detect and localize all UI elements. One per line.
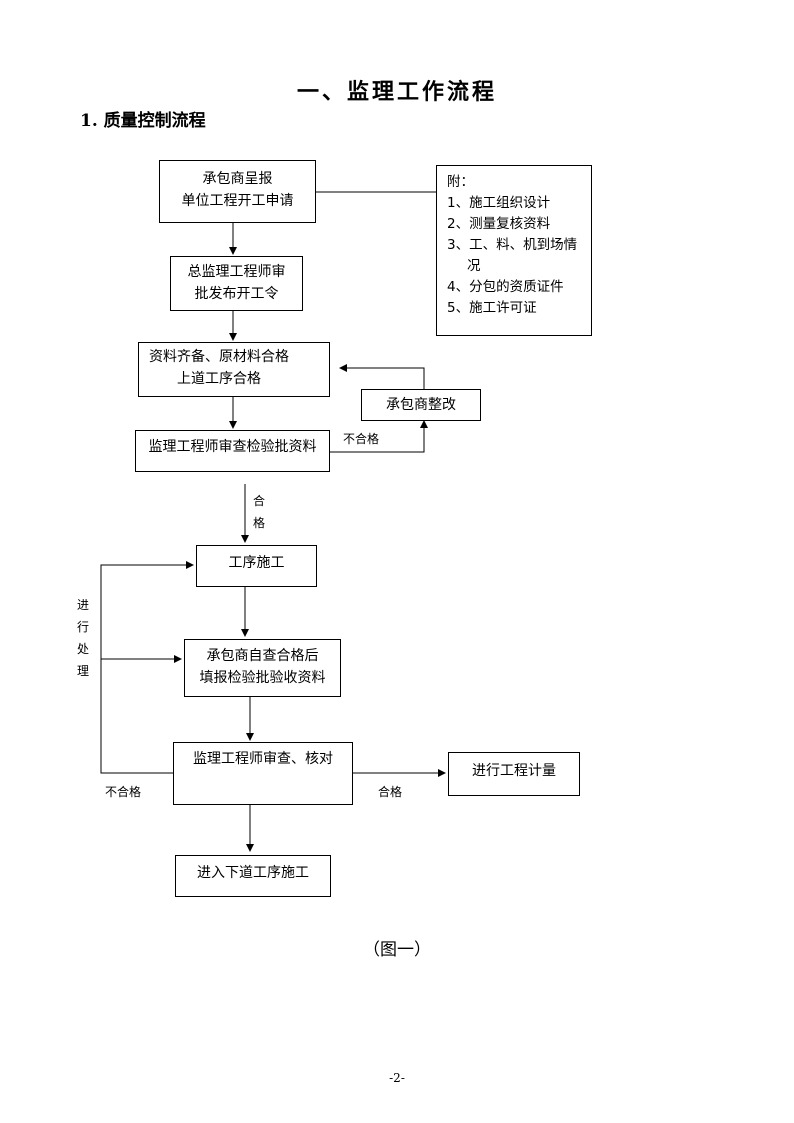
box-self-check: 承包商自查合格后 填报检验批验收资料 xyxy=(184,639,341,697)
box-attachment: 附： 1、施工组织设计 2、测量复核资料 3、工、料、机到场情 况 4、分包的资… xyxy=(436,165,592,336)
label-handle-vertical: 进 行 处 理 xyxy=(76,598,89,678)
arrow-review-rectify xyxy=(330,420,428,453)
box-review-inspection-data: 监理工程师审查检验批资料 xyxy=(135,430,330,472)
section-title: 1. 质量控制流程 xyxy=(80,111,206,131)
box-start-application: 承包商呈报 单位工程开工申请 xyxy=(159,160,316,223)
page-number: -2- xyxy=(389,1071,405,1085)
page-title: 一、监理工作流程 xyxy=(296,79,497,105)
box-contractor-rectify: 承包商整改 xyxy=(361,389,481,421)
figure-caption: （图一） xyxy=(363,940,431,960)
arrow-verify-process-loop xyxy=(100,561,194,774)
label-unqualified-loop: 不合格 xyxy=(105,785,142,799)
box-process-construction: 工序施工 xyxy=(196,545,317,587)
label-qualified-measure: 合格 xyxy=(378,785,403,799)
box-next-process: 进入下道工序施工 xyxy=(175,855,331,897)
label-unqualified-rectify: 不合格 xyxy=(343,432,380,446)
box-quantity-measurement: 进行工程计量 xyxy=(448,752,580,796)
box-approve-start-order: 总监理工程师审 批发布开工令 xyxy=(170,256,303,311)
box-prerequisites: 资料齐备、原材料合格 上道工序合格 xyxy=(138,342,330,397)
label-qualified-vertical: 合 格 xyxy=(252,494,265,530)
box-verify: 监理工程师审查、核对 xyxy=(173,742,353,805)
arrow-rectify-prepare xyxy=(339,364,425,389)
